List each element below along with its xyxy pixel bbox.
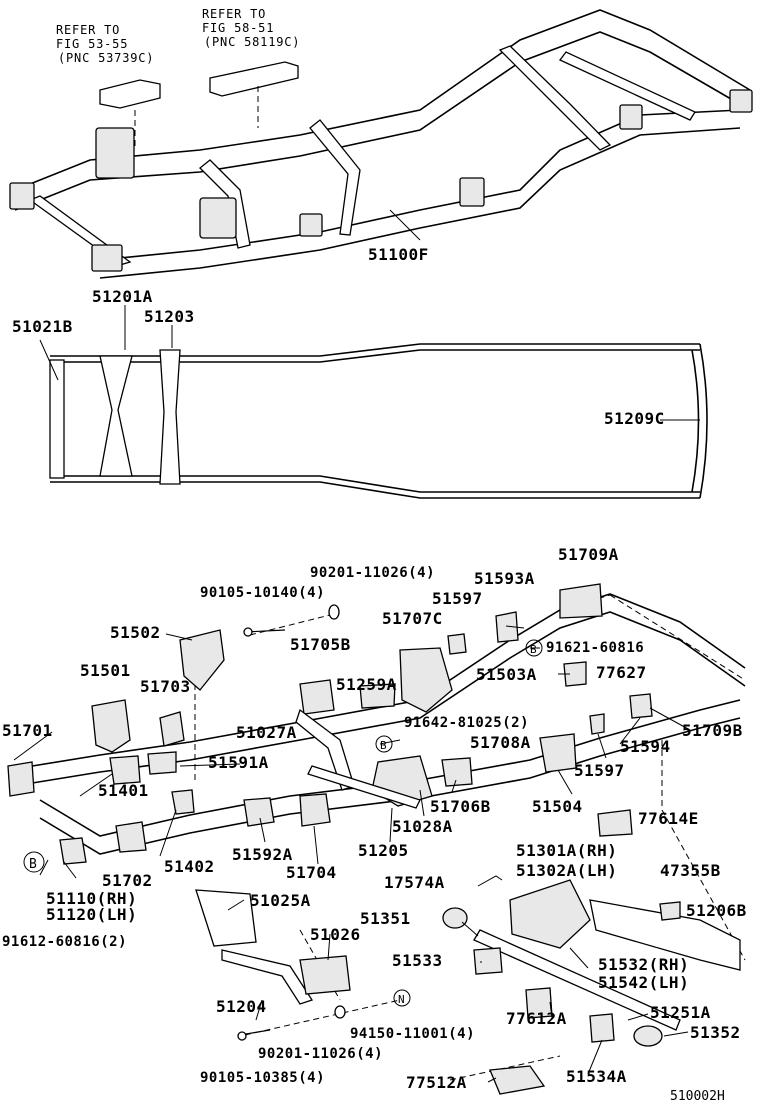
label-91642-81025: 91642-81025(2): [404, 715, 529, 731]
label-51503A: 51503A: [476, 665, 537, 684]
marker-b-1: B: [525, 639, 543, 657]
label-91612-60816: 91612-60816(2): [2, 934, 127, 950]
label-91621-60816: 91621-60816: [546, 640, 644, 656]
label-51251A: 51251A: [650, 1003, 711, 1022]
label-51533: 51533: [392, 951, 443, 970]
label-51597-top: 51597: [432, 589, 483, 608]
label-51504: 51504: [532, 797, 583, 816]
label-51120-lh: 51120(LH): [46, 905, 137, 924]
label-51704: 51704: [286, 863, 337, 882]
label-90201-11026-bottom: 90201-11026(4): [258, 1046, 383, 1062]
marker-n: N: [393, 989, 411, 1007]
label-51702: 51702: [102, 871, 153, 890]
label-77612A: 77612A: [506, 1009, 567, 1028]
refer-note-1-line1: REFER TO: [56, 23, 120, 37]
label-51026: 51026: [310, 925, 361, 944]
refer-note-1-line2: FIG 53-55: [56, 37, 128, 51]
marker-b-1-text: B: [530, 643, 537, 656]
label-51591A: 51591A: [208, 753, 269, 772]
label-17574A: 17574A: [384, 873, 445, 892]
label-51401: 51401: [98, 781, 149, 800]
label-51027A: 51027A: [236, 723, 297, 742]
label-47355B: 47355B: [660, 861, 721, 880]
label-51501: 51501: [80, 661, 131, 680]
frame-assembly-drawing: [9, 9, 753, 279]
label-51205: 51205: [358, 841, 409, 860]
label-51594: 51594: [620, 737, 671, 756]
marker-b-3-text: B: [29, 857, 37, 872]
label-51701: 51701: [2, 721, 53, 740]
refer-note-2: REFER TO FIG 58-51 (PNC 58119C): [202, 7, 300, 49]
label-90105-10385: 90105-10385(4): [200, 1070, 325, 1086]
label-77627: 77627: [596, 663, 647, 682]
refer-note-1: REFER TO FIG 53-55 (PNC 53739C): [56, 23, 154, 65]
label-77614E: 77614E: [638, 809, 699, 828]
label-51593A: 51593A: [474, 569, 535, 588]
label-51025A: 51025A: [250, 891, 311, 910]
label-51351: 51351: [360, 909, 411, 928]
label-51592A: 51592A: [232, 845, 293, 864]
label-51302A-lh: 51302A(LH): [516, 861, 617, 880]
label-51206B: 51206B: [686, 901, 747, 920]
label-90201-11026-top: 90201-11026(4): [310, 565, 435, 581]
marker-b-2: B: [375, 735, 393, 753]
label-51709B: 51709B: [682, 721, 743, 740]
marker-b-2-text: B: [380, 739, 387, 752]
label-51502: 51502: [110, 623, 161, 642]
marker-b-3: B: [23, 851, 45, 873]
label-51028A: 51028A: [392, 817, 453, 836]
label-51542-lh: 51542(LH): [598, 973, 689, 992]
label-51259A: 51259A: [336, 675, 397, 694]
refer-note-2-line1: REFER TO: [202, 7, 266, 21]
plan-label-51021B: 51021B: [12, 317, 73, 336]
label-51706B: 51706B: [430, 797, 491, 816]
refer-note-1-line3: (PNC 53739C): [58, 51, 154, 65]
label-51597-mid: 51597: [574, 761, 625, 780]
label-51204: 51204: [216, 997, 267, 1016]
label-51352: 51352: [690, 1023, 741, 1042]
label-51534A: 51534A: [566, 1067, 627, 1086]
marker-n-text: N: [398, 993, 405, 1006]
plan-label-51201A: 51201A: [92, 287, 153, 306]
label-51110-rh: 51110(RH): [46, 889, 137, 908]
label-90105-10140: 90105-10140(4): [200, 585, 325, 601]
label-51707C: 51707C: [382, 609, 443, 628]
plan-label-51209C: 51209C: [604, 409, 665, 428]
refer-note-2-line3: (PNC 58119C): [204, 35, 300, 49]
label-51301A-rh: 51301A(RH): [516, 841, 617, 860]
label-51705B: 51705B: [290, 635, 351, 654]
label-51703: 51703: [140, 677, 191, 696]
frame-plan-view: [39, 305, 708, 499]
frame-assembly-label: 51100F: [368, 245, 429, 264]
label-51709A: 51709A: [558, 545, 619, 564]
label-51708A: 51708A: [470, 733, 531, 752]
exploded-parts-drawing: [7, 583, 746, 1095]
label-77512A: 77512A: [406, 1073, 467, 1092]
refer-note-2-line2: FIG 58-51: [202, 21, 274, 35]
figure-id: 510002H: [670, 1089, 725, 1104]
plan-label-51203: 51203: [144, 307, 195, 326]
label-51402: 51402: [164, 857, 215, 876]
label-94150-11001: 94150-11001(4): [350, 1026, 475, 1042]
label-51532-rh: 51532(RH): [598, 955, 689, 974]
